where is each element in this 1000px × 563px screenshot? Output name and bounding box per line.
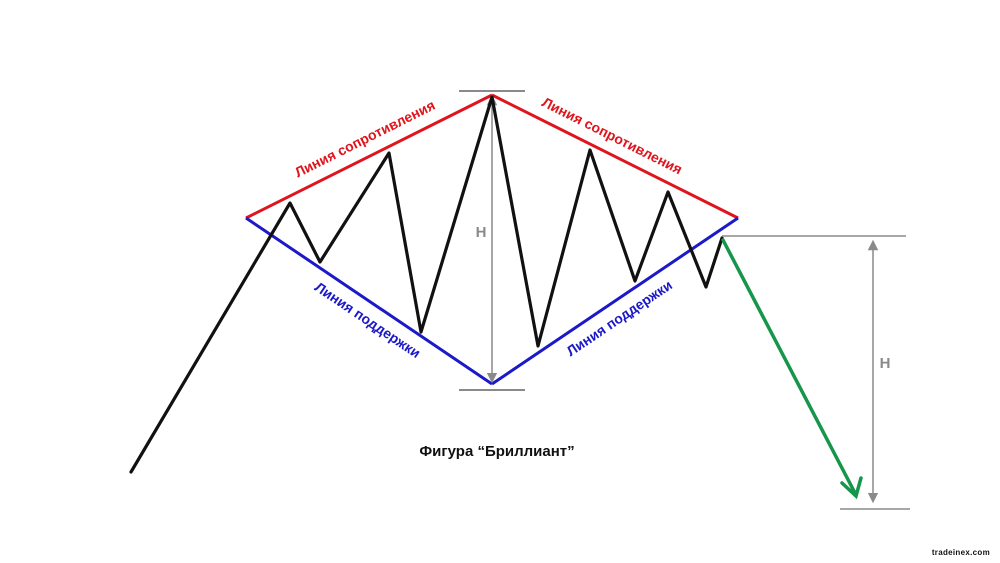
resistance-label-left: Линия сопротивления <box>292 97 438 181</box>
price-line <box>129 95 724 474</box>
support-line-right <box>491 216 739 386</box>
support-label-right: Линия поддержки <box>563 277 675 360</box>
pattern-height-label: H <box>476 224 487 241</box>
target-height-label: H <box>880 355 891 372</box>
support-label-left: Линия поддержки <box>312 279 424 362</box>
resistance-label-right: Линия сопротивления <box>539 94 685 178</box>
resistance-line-left <box>245 93 493 220</box>
watermark: tradeinex.com <box>931 548 990 557</box>
target-projection-line <box>721 238 857 495</box>
target-arrow-head <box>840 476 863 500</box>
resistance-line-right <box>491 93 739 220</box>
diagram-caption: Фигура “Бриллиант” <box>419 443 574 460</box>
support-line-left <box>245 216 493 386</box>
